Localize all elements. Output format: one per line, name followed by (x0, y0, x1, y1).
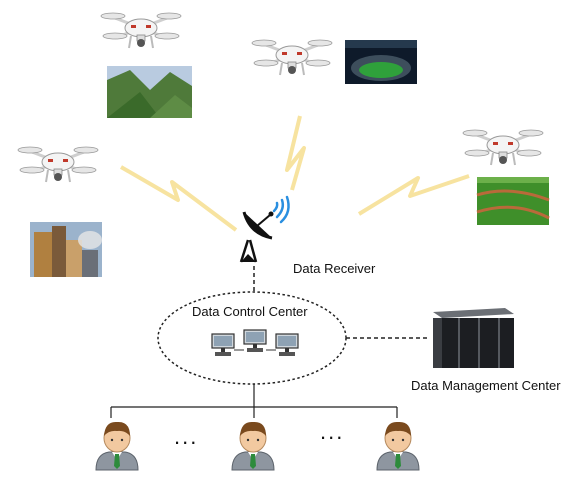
data-receiver-label: Data Receiver (293, 261, 376, 276)
mountain-valley-photo (107, 66, 192, 118)
signal-bolt-top (285, 115, 306, 191)
user-connection-tree (110, 384, 398, 418)
drone-top-center (250, 38, 334, 77)
signal-bolt-right (357, 174, 470, 216)
user-avatar-1 (95, 421, 139, 471)
satellite-dish-icon (239, 211, 274, 263)
crop-field-photo (476, 177, 550, 225)
user-avatar-2 (231, 421, 275, 471)
stadium-photo (345, 40, 417, 84)
signal-bolt-left (119, 165, 238, 232)
drone-left (16, 145, 100, 184)
drone-right (461, 128, 545, 167)
drone-top-left (99, 11, 183, 50)
data-management-center-label: Data Management Center (411, 378, 561, 393)
city-buildings-photo (30, 222, 102, 277)
server-rack-icon (433, 308, 514, 368)
wifi-signal-icon (272, 195, 290, 224)
data-control-center-label: Data Control Center (192, 304, 308, 319)
computer-workstations-icon (211, 329, 299, 357)
user-avatar-3 (376, 421, 420, 471)
more-users-ellipsis-2: ... (320, 419, 345, 444)
more-users-ellipsis-1: ... (174, 424, 199, 449)
